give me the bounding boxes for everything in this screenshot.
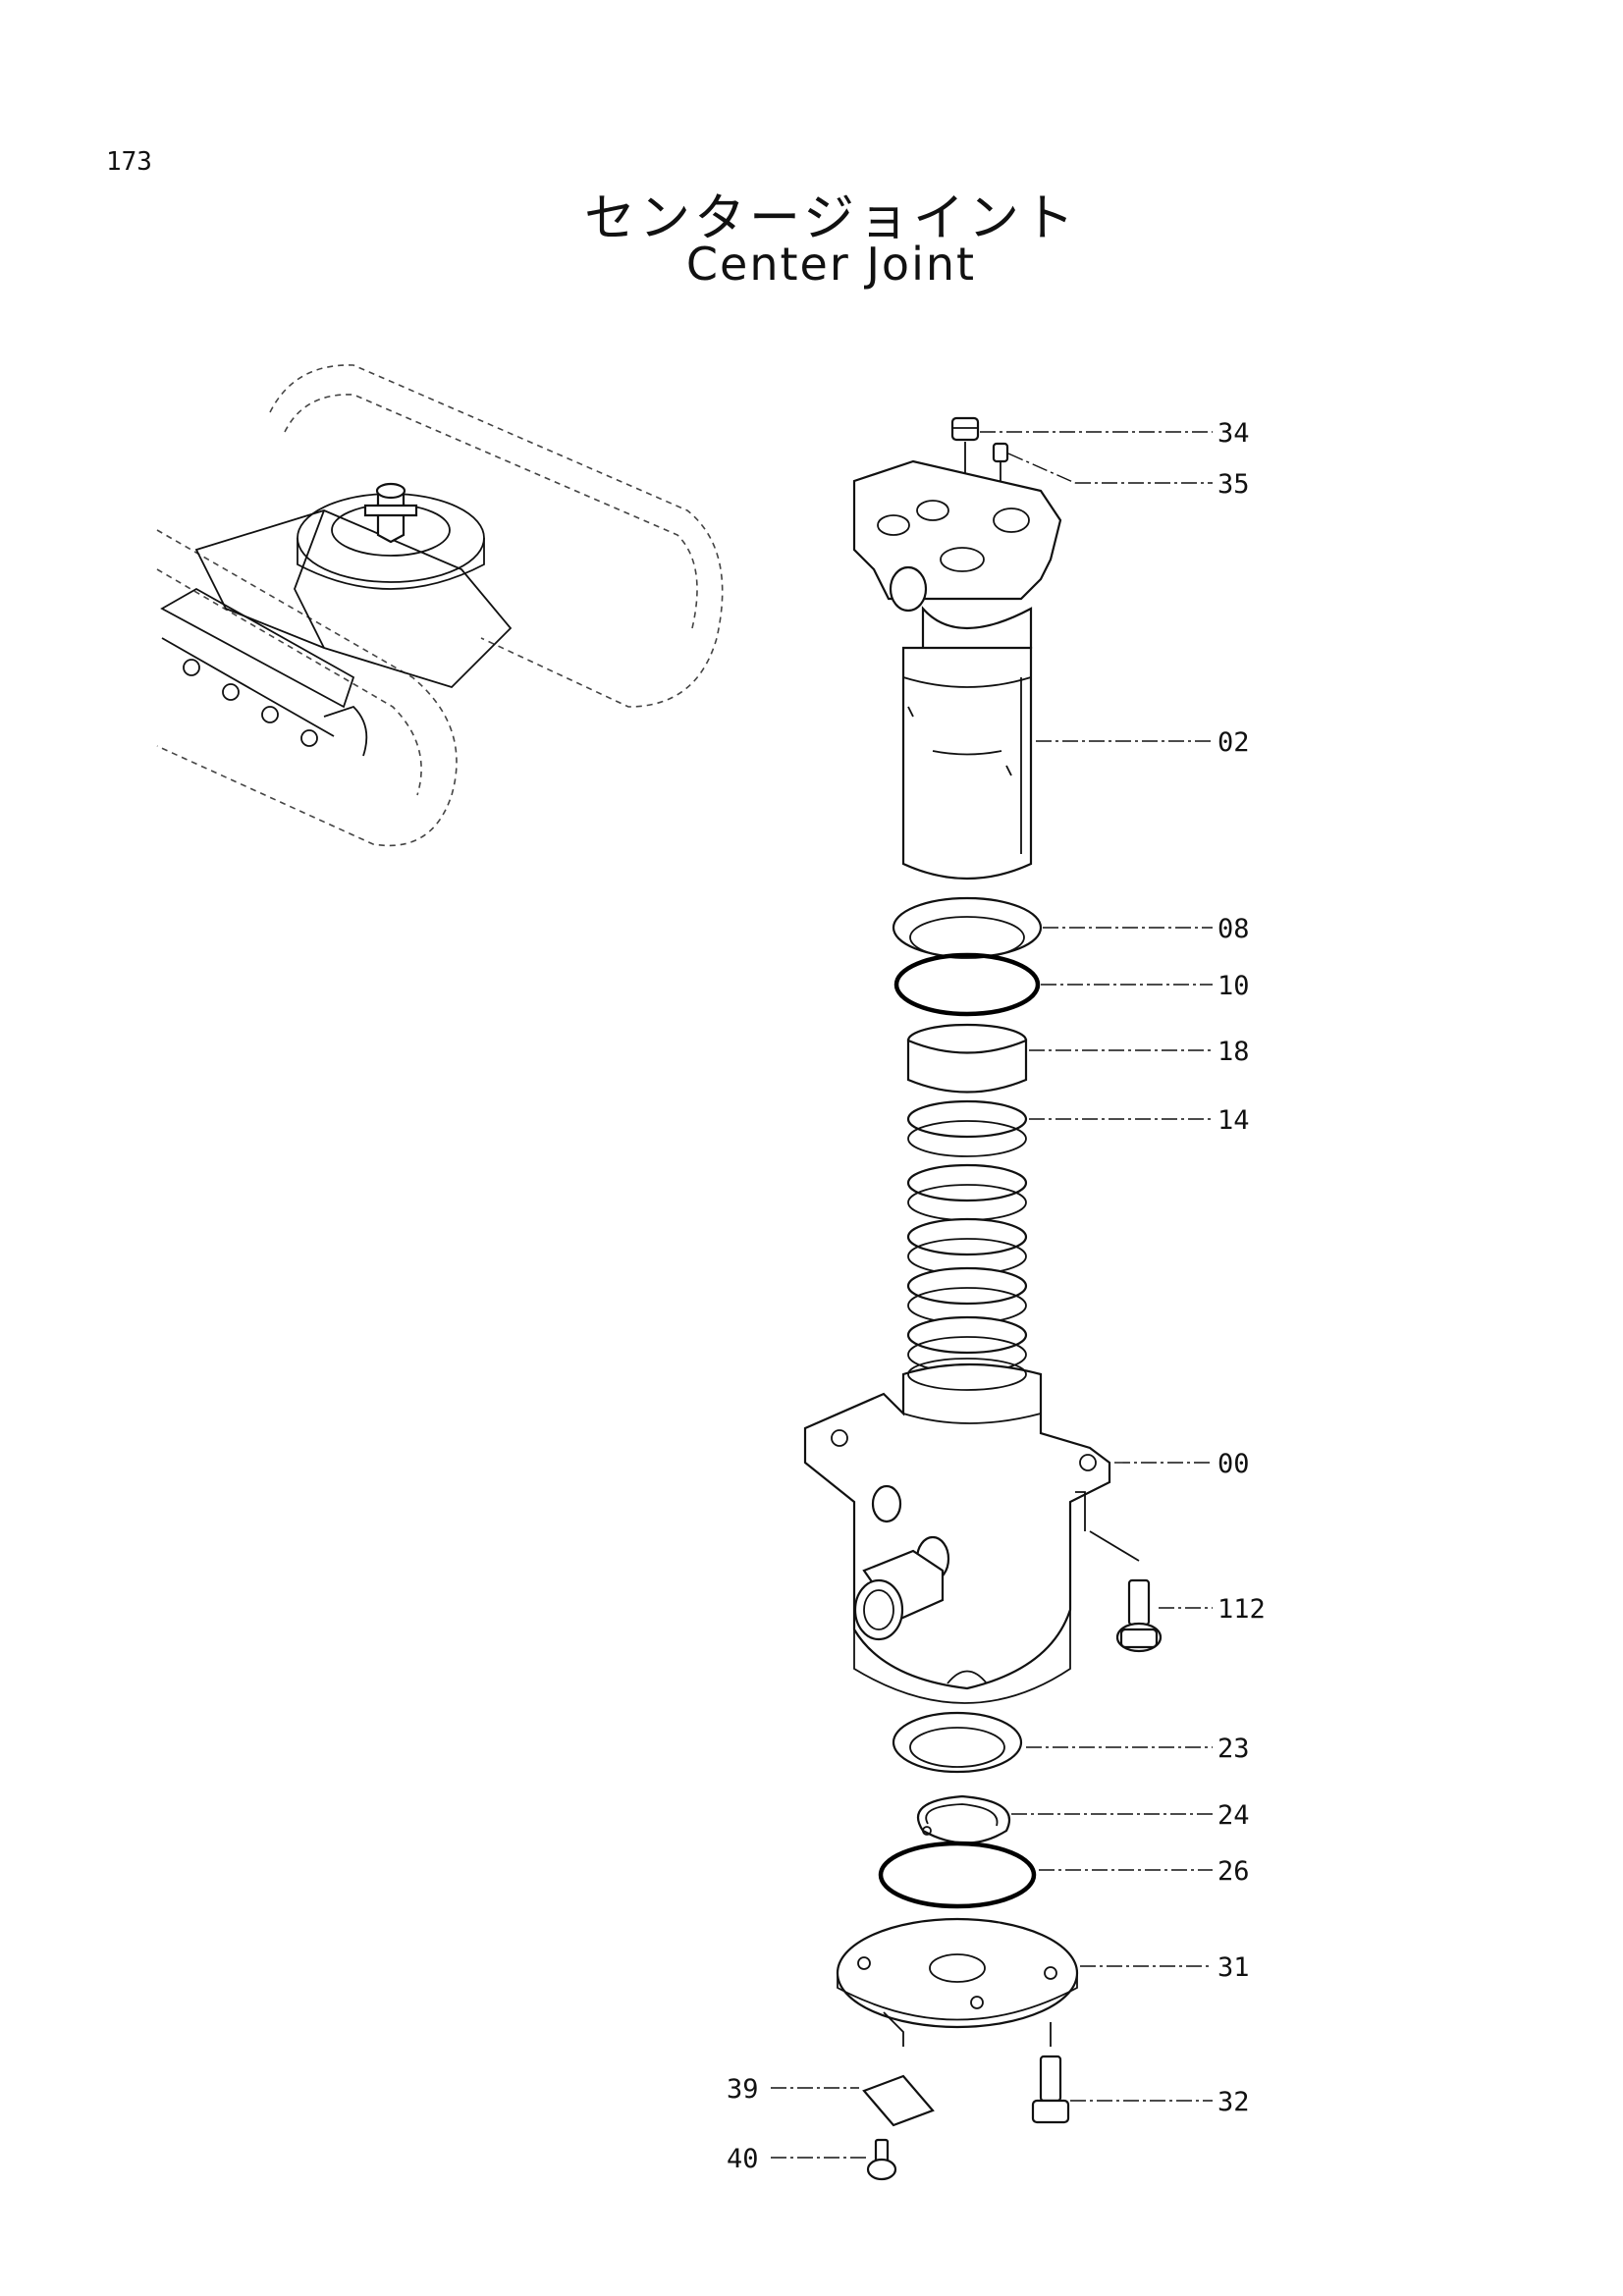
callout-10: 10 xyxy=(1217,971,1250,1001)
part-112-bolt xyxy=(1115,1578,1163,1653)
callout-39: 39 xyxy=(727,2074,759,2105)
undercarriage-locator-sketch xyxy=(156,364,724,847)
callout-31: 31 xyxy=(1217,1952,1250,1983)
part-40-screw xyxy=(866,2138,897,2181)
callout-23: 23 xyxy=(1217,1734,1250,1764)
part-10-o-ring xyxy=(893,952,1041,1017)
part-02-spindle xyxy=(852,459,1062,881)
part-00-body xyxy=(803,1358,1140,1704)
callout-24: 24 xyxy=(1217,1800,1250,1831)
leader-lines xyxy=(771,431,1213,2159)
callout-14: 14 xyxy=(1217,1105,1250,1136)
callout-40: 40 xyxy=(727,2144,759,2174)
callout-34: 34 xyxy=(1217,418,1250,449)
callout-112: 112 xyxy=(1217,1594,1266,1625)
callout-labels: 34 35 02 08 10 18 14 00 112 23 24 26 31 … xyxy=(727,418,1266,2174)
callout-18: 18 xyxy=(1217,1037,1250,1067)
part-08-seal xyxy=(892,896,1043,959)
part-39-plate xyxy=(862,2074,935,2127)
part-14-seal-rings xyxy=(906,1099,1028,1373)
part-24-snap-ring xyxy=(917,1794,1011,1844)
callout-02: 02 xyxy=(1217,727,1250,758)
part-18-ring xyxy=(906,1023,1028,1094)
callout-35: 35 xyxy=(1217,469,1250,500)
callout-26: 26 xyxy=(1217,1856,1250,1887)
callout-32: 32 xyxy=(1217,2087,1250,2117)
part-23-washer xyxy=(892,1711,1023,1774)
callout-00: 00 xyxy=(1217,1449,1250,1479)
title-english: Center Joint xyxy=(685,238,977,291)
callout-08: 08 xyxy=(1217,914,1250,944)
part-31-cover xyxy=(836,1917,1079,2047)
part-32-bolt xyxy=(1031,2055,1070,2124)
title-japanese: センタージョイント xyxy=(584,189,1078,248)
page-number: 173 xyxy=(106,147,152,177)
part-26-o-ring xyxy=(878,1841,1037,1909)
